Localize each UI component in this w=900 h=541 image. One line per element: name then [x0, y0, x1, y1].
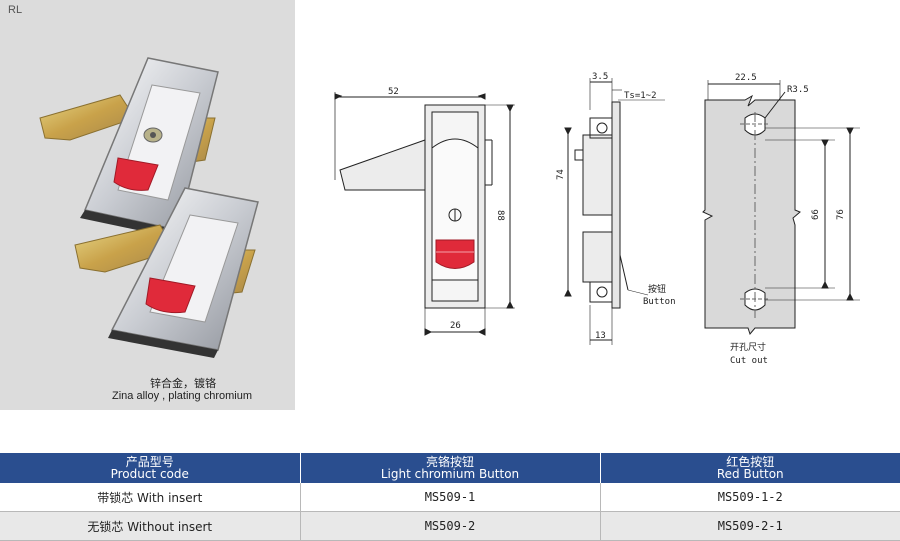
button-label-cn: 按钮: [648, 283, 666, 295]
dim-side-bottom: 13: [595, 331, 606, 341]
lock-without-insert: [74, 187, 259, 358]
dim-width-overall: 52: [388, 87, 399, 97]
dim-cutout-inner: 66: [811, 209, 821, 220]
code-chromium: MS509-1: [300, 483, 601, 512]
side-view: [564, 78, 665, 345]
dim-side-height: 74: [556, 169, 566, 180]
dim-cutout-outer: 76: [836, 209, 846, 220]
table-row: 无锁芯 Without insert MS509-2 MS509-2-1: [0, 511, 900, 541]
material-cn: 锌合金，镀铬: [150, 377, 216, 390]
series-label: RL: [8, 4, 23, 16]
dim-thickness: Ts=1~2: [624, 91, 657, 101]
dim-cutout-radius: R3.5: [787, 85, 809, 95]
lock-with-insert: [39, 57, 219, 238]
table-row: 带锁芯 With insert MS509-1 MS509-1-2: [0, 483, 900, 512]
technical-drawing: 52 88 26 3.5 Ts=1~2 74 13 按钮 Button: [334, 72, 860, 366]
cutout-caption-en: Cut out: [730, 356, 768, 366]
dim-body-width: 26: [450, 321, 461, 331]
dim-height: 88: [495, 210, 505, 221]
code-red: MS509-1-2: [600, 483, 900, 512]
cutout-caption-cn: 开孔尺寸: [730, 341, 766, 353]
dim-side-top: 3.5: [592, 72, 608, 82]
cutout-view: [702, 80, 860, 336]
dim-cutout-width: 22.5: [735, 73, 757, 83]
lock-photo-illustration: [39, 57, 259, 358]
code-red: MS509-2-1: [600, 511, 900, 541]
code-chromium: MS509-2: [300, 511, 601, 541]
material-en: Zina alloy , plating chromium: [112, 390, 253, 402]
button-label-en: Button: [643, 297, 676, 307]
row-label: 带锁芯 With insert: [0, 483, 301, 512]
row-label: 无锁芯 Without insert: [0, 511, 301, 541]
front-view: [334, 92, 515, 336]
product-photo: RL: [0, 0, 295, 410]
